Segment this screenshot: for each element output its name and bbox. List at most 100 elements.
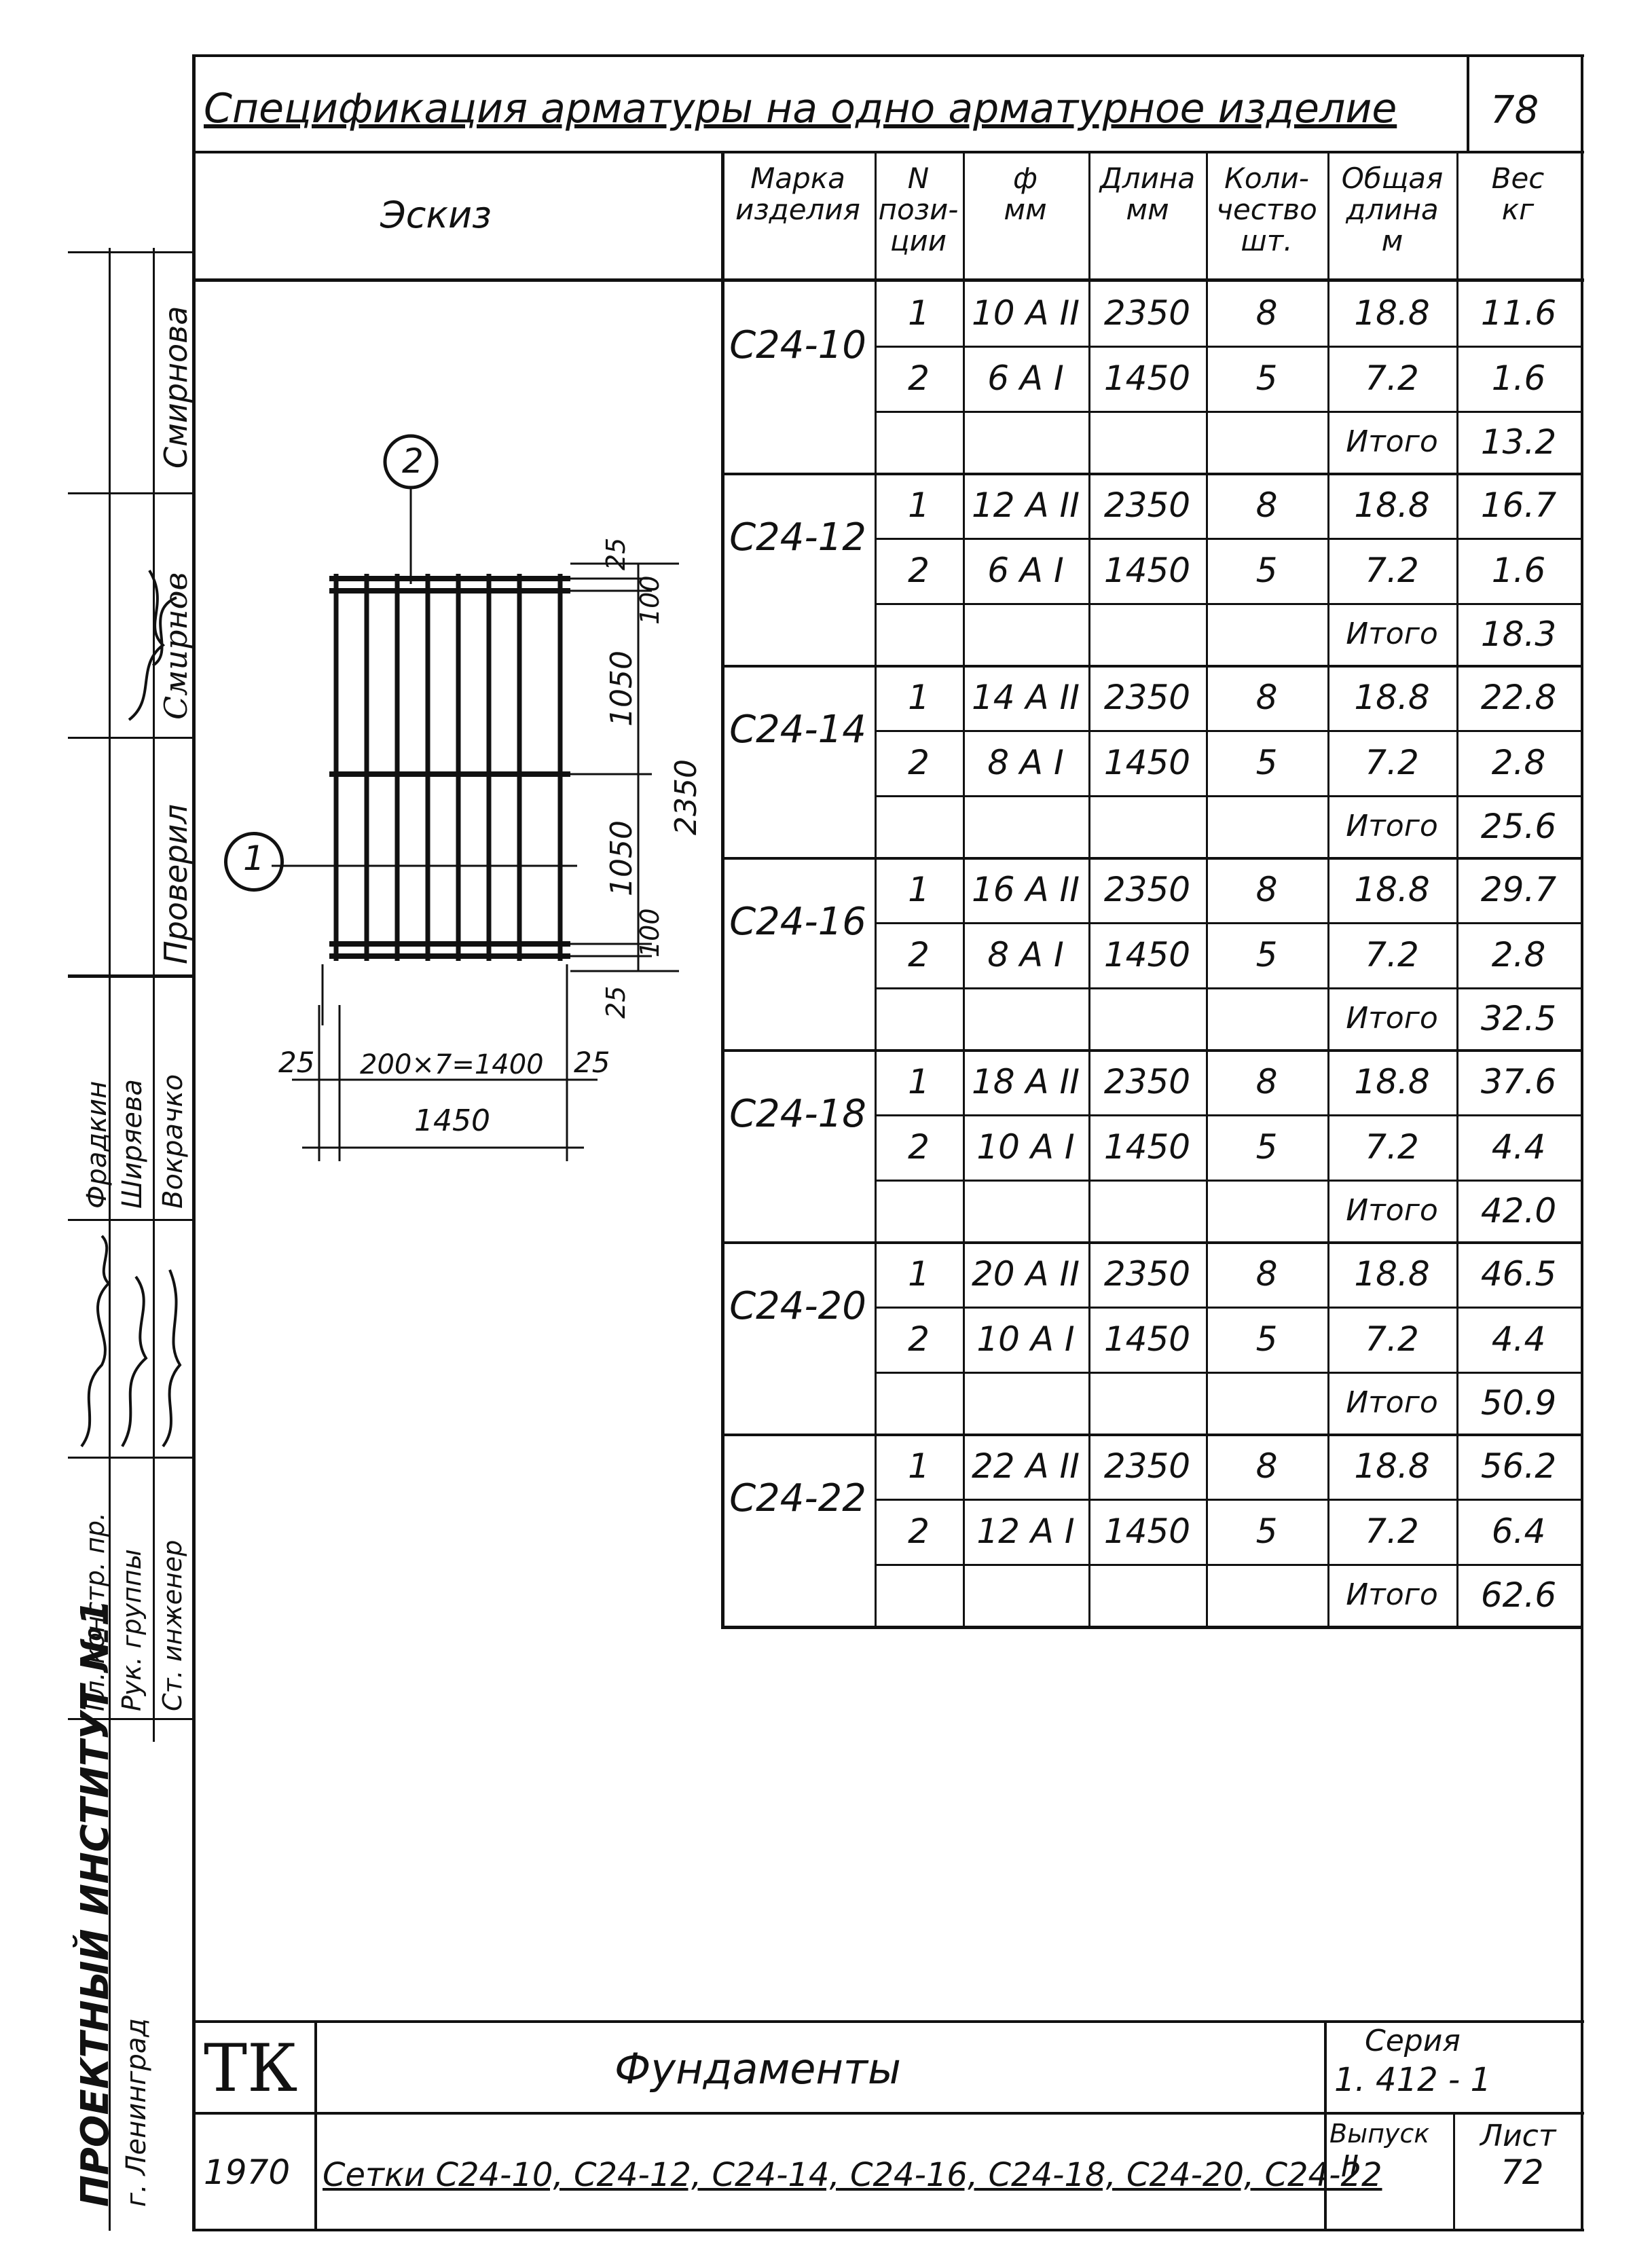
group-mark: С24-22 [729, 1476, 866, 1520]
cell-total: 18.8 [1354, 678, 1430, 717]
cell-weight: 2.8 [1491, 935, 1546, 974]
cell-dia: 10 A II [971, 293, 1080, 333]
group-mark: С24-18 [729, 1091, 866, 1136]
cell-qty: 5 [1255, 1512, 1278, 1551]
cell-weight: 62.6 [1480, 1575, 1557, 1615]
stamp-top [68, 251, 194, 253]
cell-weight: 2.8 [1491, 743, 1546, 782]
callout-label-2: 2 [402, 441, 424, 481]
cell-pos: 1 [908, 1254, 930, 1294]
dim-bottom-25: 25 [601, 985, 631, 1019]
group-separator [721, 1241, 1581, 1244]
cell-weight: 42.0 [1480, 1190, 1557, 1230]
titleblock-top [192, 2020, 1584, 2023]
cell-qty: 8 [1255, 293, 1278, 333]
cell-qty [1206, 1372, 1327, 1434]
title-row-bottom [192, 151, 1584, 153]
cell-len: 2350 [1103, 1062, 1191, 1101]
cell-pos: 2 [908, 1319, 930, 1359]
stamp-col-2 [153, 248, 155, 1742]
cell-qty [1206, 603, 1327, 665]
cell-dia [963, 987, 1088, 1049]
table-col-line [1456, 151, 1458, 1626]
cell-len: 2350 [1103, 486, 1191, 525]
cell-dia [963, 1372, 1088, 1434]
stamp-div-5 [68, 1457, 194, 1459]
row-separator [875, 603, 1581, 605]
table-col-line [1088, 151, 1090, 1626]
cell-len: 1450 [1103, 1512, 1191, 1551]
cell-pos: 2 [908, 551, 930, 590]
cell-qty: 5 [1255, 359, 1278, 398]
cell-len [1088, 795, 1206, 857]
table-col-line [1327, 151, 1329, 1626]
cell-qty: 5 [1255, 1319, 1278, 1359]
group-mark: С24-14 [729, 707, 866, 752]
cell-weight: 6.4 [1491, 1512, 1546, 1551]
titleblock-v2 [1324, 2020, 1327, 2231]
cell-dia: 22 A II [971, 1446, 1080, 1486]
cell-qty: 8 [1255, 870, 1278, 909]
group-separator [721, 1434, 1581, 1436]
cell-dia: 12 A I [976, 1512, 1075, 1551]
cell-len [1088, 603, 1206, 665]
table-col-line [721, 151, 724, 1626]
stamp-name-6: Вокрачко [158, 1074, 189, 1209]
row-separator [875, 1372, 1581, 1374]
cell-weight: 4.4 [1491, 1127, 1546, 1167]
cell-len [1088, 1372, 1206, 1434]
table-col-line [963, 151, 965, 1626]
cell-pos [875, 411, 963, 473]
title-corner-divider [1467, 54, 1469, 153]
row-separator [875, 1114, 1581, 1116]
row-separator [875, 1307, 1581, 1309]
institute-city: г. Ленинград [121, 2018, 152, 2207]
stamp-div-4 [68, 1219, 194, 1221]
cell-dia: 20 A II [971, 1254, 1080, 1294]
cell-qty: 5 [1255, 551, 1278, 590]
cell-total: Итого [1346, 1001, 1438, 1036]
cell-qty: 5 [1255, 1127, 1278, 1167]
cell-total: 7.2 [1365, 1127, 1419, 1167]
issue-label: Выпуск [1329, 2119, 1430, 2149]
titleblock-v1 [314, 2020, 317, 2231]
cell-total: Итого [1346, 809, 1438, 843]
series-label: Серия [1365, 2024, 1461, 2058]
row-separator [875, 795, 1581, 797]
cell-len: 2350 [1103, 1254, 1191, 1294]
cell-qty [1206, 1180, 1327, 1241]
cell-len: 1450 [1103, 1127, 1191, 1167]
group-mark: С24-16 [729, 899, 866, 944]
issue-value: II [1341, 2149, 1359, 2184]
cell-len: 1450 [1103, 551, 1191, 590]
cell-dia: 8 A I [987, 935, 1064, 974]
mesh-sketch [272, 434, 679, 1025]
dim-100-bottom: 100 [635, 908, 665, 957]
table-col-line [875, 151, 877, 1626]
cell-dia: 18 A II [971, 1062, 1080, 1101]
cell-dia: 6 A I [987, 359, 1064, 398]
sheet-value: 72 [1501, 2153, 1544, 2192]
dim-1050-a: 1050 [604, 651, 639, 727]
dim-left-25: 25 [278, 1046, 315, 1079]
cell-weight: 56.2 [1480, 1446, 1557, 1486]
cell-total: 18.8 [1354, 1446, 1430, 1486]
titleblock-v3 [1453, 2112, 1455, 2231]
cell-pos: 1 [908, 1446, 930, 1486]
group-mark: С24-20 [729, 1283, 866, 1328]
group-mark: С24-10 [729, 323, 866, 367]
stamp-div-6 [68, 1718, 194, 1720]
row-separator [875, 922, 1581, 924]
cell-total: 18.8 [1354, 870, 1430, 909]
cell-total: 18.8 [1354, 1254, 1430, 1294]
cell-weight: 11.6 [1480, 293, 1557, 333]
frame-left [192, 54, 196, 2231]
cell-qty: 8 [1255, 486, 1278, 525]
group-separator [721, 473, 1581, 475]
cell-weight: 13.2 [1480, 422, 1557, 462]
callout-circle-1 [224, 832, 284, 892]
sheet-description: Сетки С24-10, С24-12, С24-14, С24-16, С2… [323, 2156, 1382, 2194]
stamp-div-2 [68, 737, 194, 739]
